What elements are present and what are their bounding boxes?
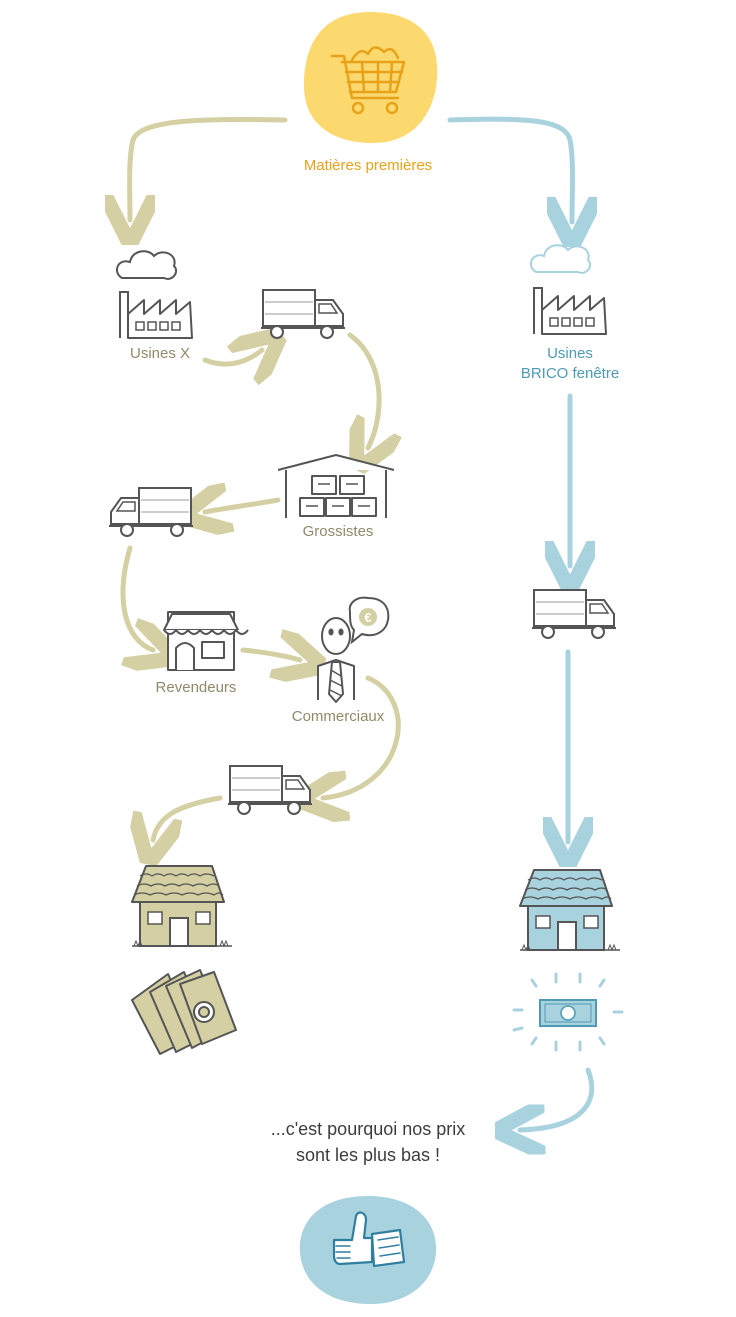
truck-icon	[227, 765, 313, 815]
factory-brico-icon	[533, 287, 607, 335]
arrow-reseller-to-salesman	[240, 650, 300, 660]
raw-materials-node	[303, 12, 438, 144]
arrow-factory-x-to-truck	[202, 350, 262, 364]
arrow-raw-to-factory-x	[130, 116, 288, 220]
truck-icon	[108, 487, 194, 537]
thumbs-up-icon	[332, 1211, 406, 1268]
arrow-raw-to-factory-brico	[447, 116, 573, 222]
factory-brico-label: Usines BRICO fenêtre	[520, 345, 620, 382]
raw-materials-label: Matières premières	[303, 157, 433, 174]
shop-icon	[163, 611, 249, 671]
house-icon	[131, 865, 233, 947]
factory-x-icon	[119, 291, 193, 339]
shopping-cart-icon	[330, 46, 406, 115]
factory-x-label: Usines X	[129, 345, 191, 362]
salesman-icon	[317, 617, 355, 703]
traditional-path-arrows	[120, 116, 401, 840]
arrow-truck-to-wholesaler	[347, 332, 379, 448]
arrow-wholesaler-to-truck	[205, 500, 281, 512]
banknote-icon	[512, 972, 624, 1052]
arrow-truck-to-house	[153, 795, 223, 840]
warehouse-icon	[277, 454, 395, 518]
arrow-money-to-conclusion	[520, 1067, 595, 1130]
reseller-label: Revendeurs	[155, 679, 237, 696]
arrow-truck-to-reseller	[120, 545, 153, 650]
brico-path-arrows	[447, 116, 595, 1130]
raw-materials-blob	[303, 12, 438, 144]
factory-x-smoke-icon	[115, 250, 178, 280]
truck-icon	[531, 589, 617, 639]
banknotes-stack-icon	[131, 969, 237, 1055]
thumbs-up-node	[299, 1196, 437, 1305]
conclusion-text: ...c'est pourquoi nos prix sont les plus…	[270, 1119, 466, 1165]
wholesaler-label: Grossistes	[302, 523, 374, 540]
euro-symbol: €	[364, 610, 371, 625]
factory-brico-smoke-icon	[529, 244, 592, 274]
salesman-label: Commerciaux	[291, 708, 385, 725]
speech-bubble-icon: €	[348, 596, 390, 645]
house-icon	[519, 869, 621, 951]
truck-icon	[260, 289, 346, 339]
arrow-salesman-to-truck	[323, 675, 401, 798]
